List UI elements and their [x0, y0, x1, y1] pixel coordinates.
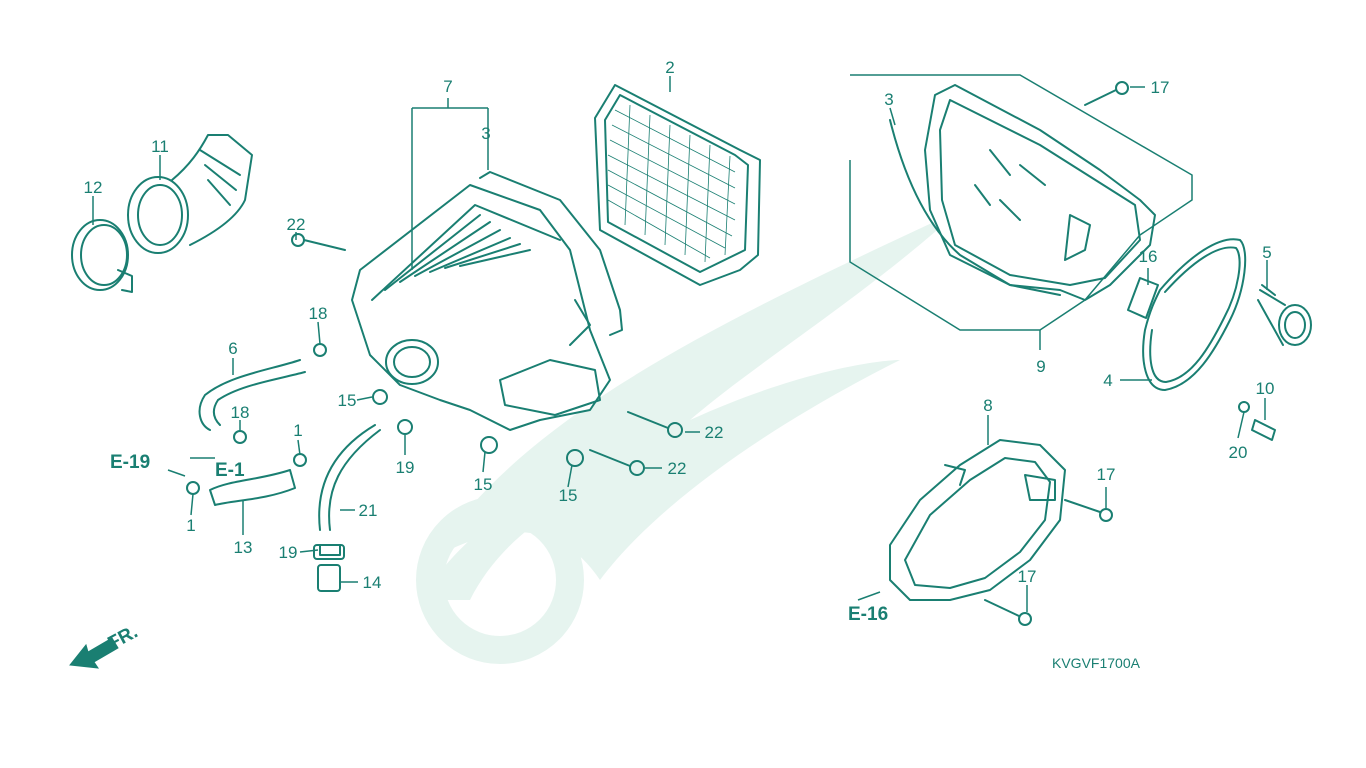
callout-19-b: 19 — [279, 543, 298, 562]
clip-18-b — [233, 430, 247, 444]
callout-9: 9 — [1036, 357, 1045, 376]
leader-lines — [92, 76, 1268, 612]
part-11-intake-duct — [127, 134, 253, 254]
callout-15-a: 15 — [338, 391, 357, 410]
reference-e19: E-19 — [110, 452, 150, 473]
callout-22-mid: 22 — [705, 423, 724, 442]
callout-6: 6 — [228, 339, 237, 358]
callout-1-top: 1 — [293, 421, 302, 440]
callout-22-top: 22 — [287, 215, 306, 234]
front-direction-arrow: FR. — [69, 622, 141, 669]
watermark-logo — [416, 210, 960, 664]
part-4-o-ring — [1142, 238, 1247, 391]
callout-18-top: 18 — [309, 304, 328, 323]
nut-15-a — [372, 389, 388, 405]
callout-15-b: 15 — [474, 475, 493, 494]
part-3-gasket-left — [479, 171, 623, 336]
callout-2: 2 — [665, 58, 674, 77]
bolt-22-top — [291, 233, 346, 251]
callout-10: 10 — [1256, 379, 1275, 398]
callout-16: 16 — [1139, 247, 1158, 266]
clip-19-b — [319, 544, 341, 556]
callout-18-bottom: 18 — [231, 403, 250, 422]
callout-15-c: 15 — [559, 486, 578, 505]
part-3-gasket-right — [889, 119, 1061, 296]
part-2-air-filter-element — [594, 84, 761, 286]
callout-11: 11 — [151, 137, 169, 156]
bolt-22-bottom — [589, 449, 645, 476]
callout-21: 21 — [359, 501, 378, 520]
part-9-dashed-group — [849, 74, 1193, 331]
part-5-grommet — [1257, 284, 1312, 346]
callout-14: 14 — [363, 573, 382, 592]
callout-1-bottom: 1 — [186, 516, 195, 535]
callout-17-mid: 17 — [1097, 465, 1116, 484]
callout-3-right: 3 — [884, 90, 893, 109]
reference-e1: E-1 — [215, 460, 245, 481]
callout-8: 8 — [983, 396, 992, 415]
callout-22-bottom: 22 — [668, 459, 687, 478]
callout-19-a: 19 — [396, 458, 415, 477]
clip-1-b — [186, 481, 200, 495]
bolt-17-mid — [1064, 499, 1113, 522]
callout-17-low: 17 — [1018, 567, 1037, 586]
callout-7: 7 — [443, 77, 452, 96]
part-6-breather-hose — [198, 359, 306, 431]
reference-e16: E-16 — [848, 604, 888, 625]
sensor-10 — [1251, 419, 1276, 441]
section-references: E-19 E-1 E-16 — [110, 452, 888, 625]
callout-17-top: 17 — [1151, 78, 1170, 97]
callout-labels: 12 11 2 7 3 3 17 9 16 5 4 10 20 8 17 17 … — [84, 58, 1275, 592]
bolt-22-mid — [627, 411, 683, 438]
callout-13: 13 — [234, 538, 253, 557]
clip-19-a — [397, 419, 413, 435]
drawing-code: KVGVF1700A — [1052, 655, 1141, 671]
clip-20 — [1238, 401, 1250, 413]
part-12-clamp — [71, 219, 133, 293]
callout-3-left: 3 — [481, 124, 490, 143]
callout-4: 4 — [1103, 371, 1112, 390]
label-16 — [1127, 277, 1159, 319]
part-21-drain-tube — [318, 424, 381, 531]
callout-20: 20 — [1229, 443, 1248, 462]
nut-15-c — [566, 449, 584, 467]
part-13-drain-hose — [209, 469, 296, 506]
callout-12: 12 — [84, 178, 103, 197]
part-8-side-cover — [889, 439, 1066, 601]
callout-5: 5 — [1262, 243, 1271, 262]
clip-1-a — [293, 453, 307, 467]
part-9-case-cover — [924, 84, 1156, 301]
part-7-air-cleaner-housing — [351, 184, 611, 431]
bolt-17-low — [984, 599, 1032, 626]
clip-18-a — [313, 343, 327, 357]
nut-15-b — [480, 436, 498, 454]
bolt-17-top — [1084, 81, 1129, 106]
